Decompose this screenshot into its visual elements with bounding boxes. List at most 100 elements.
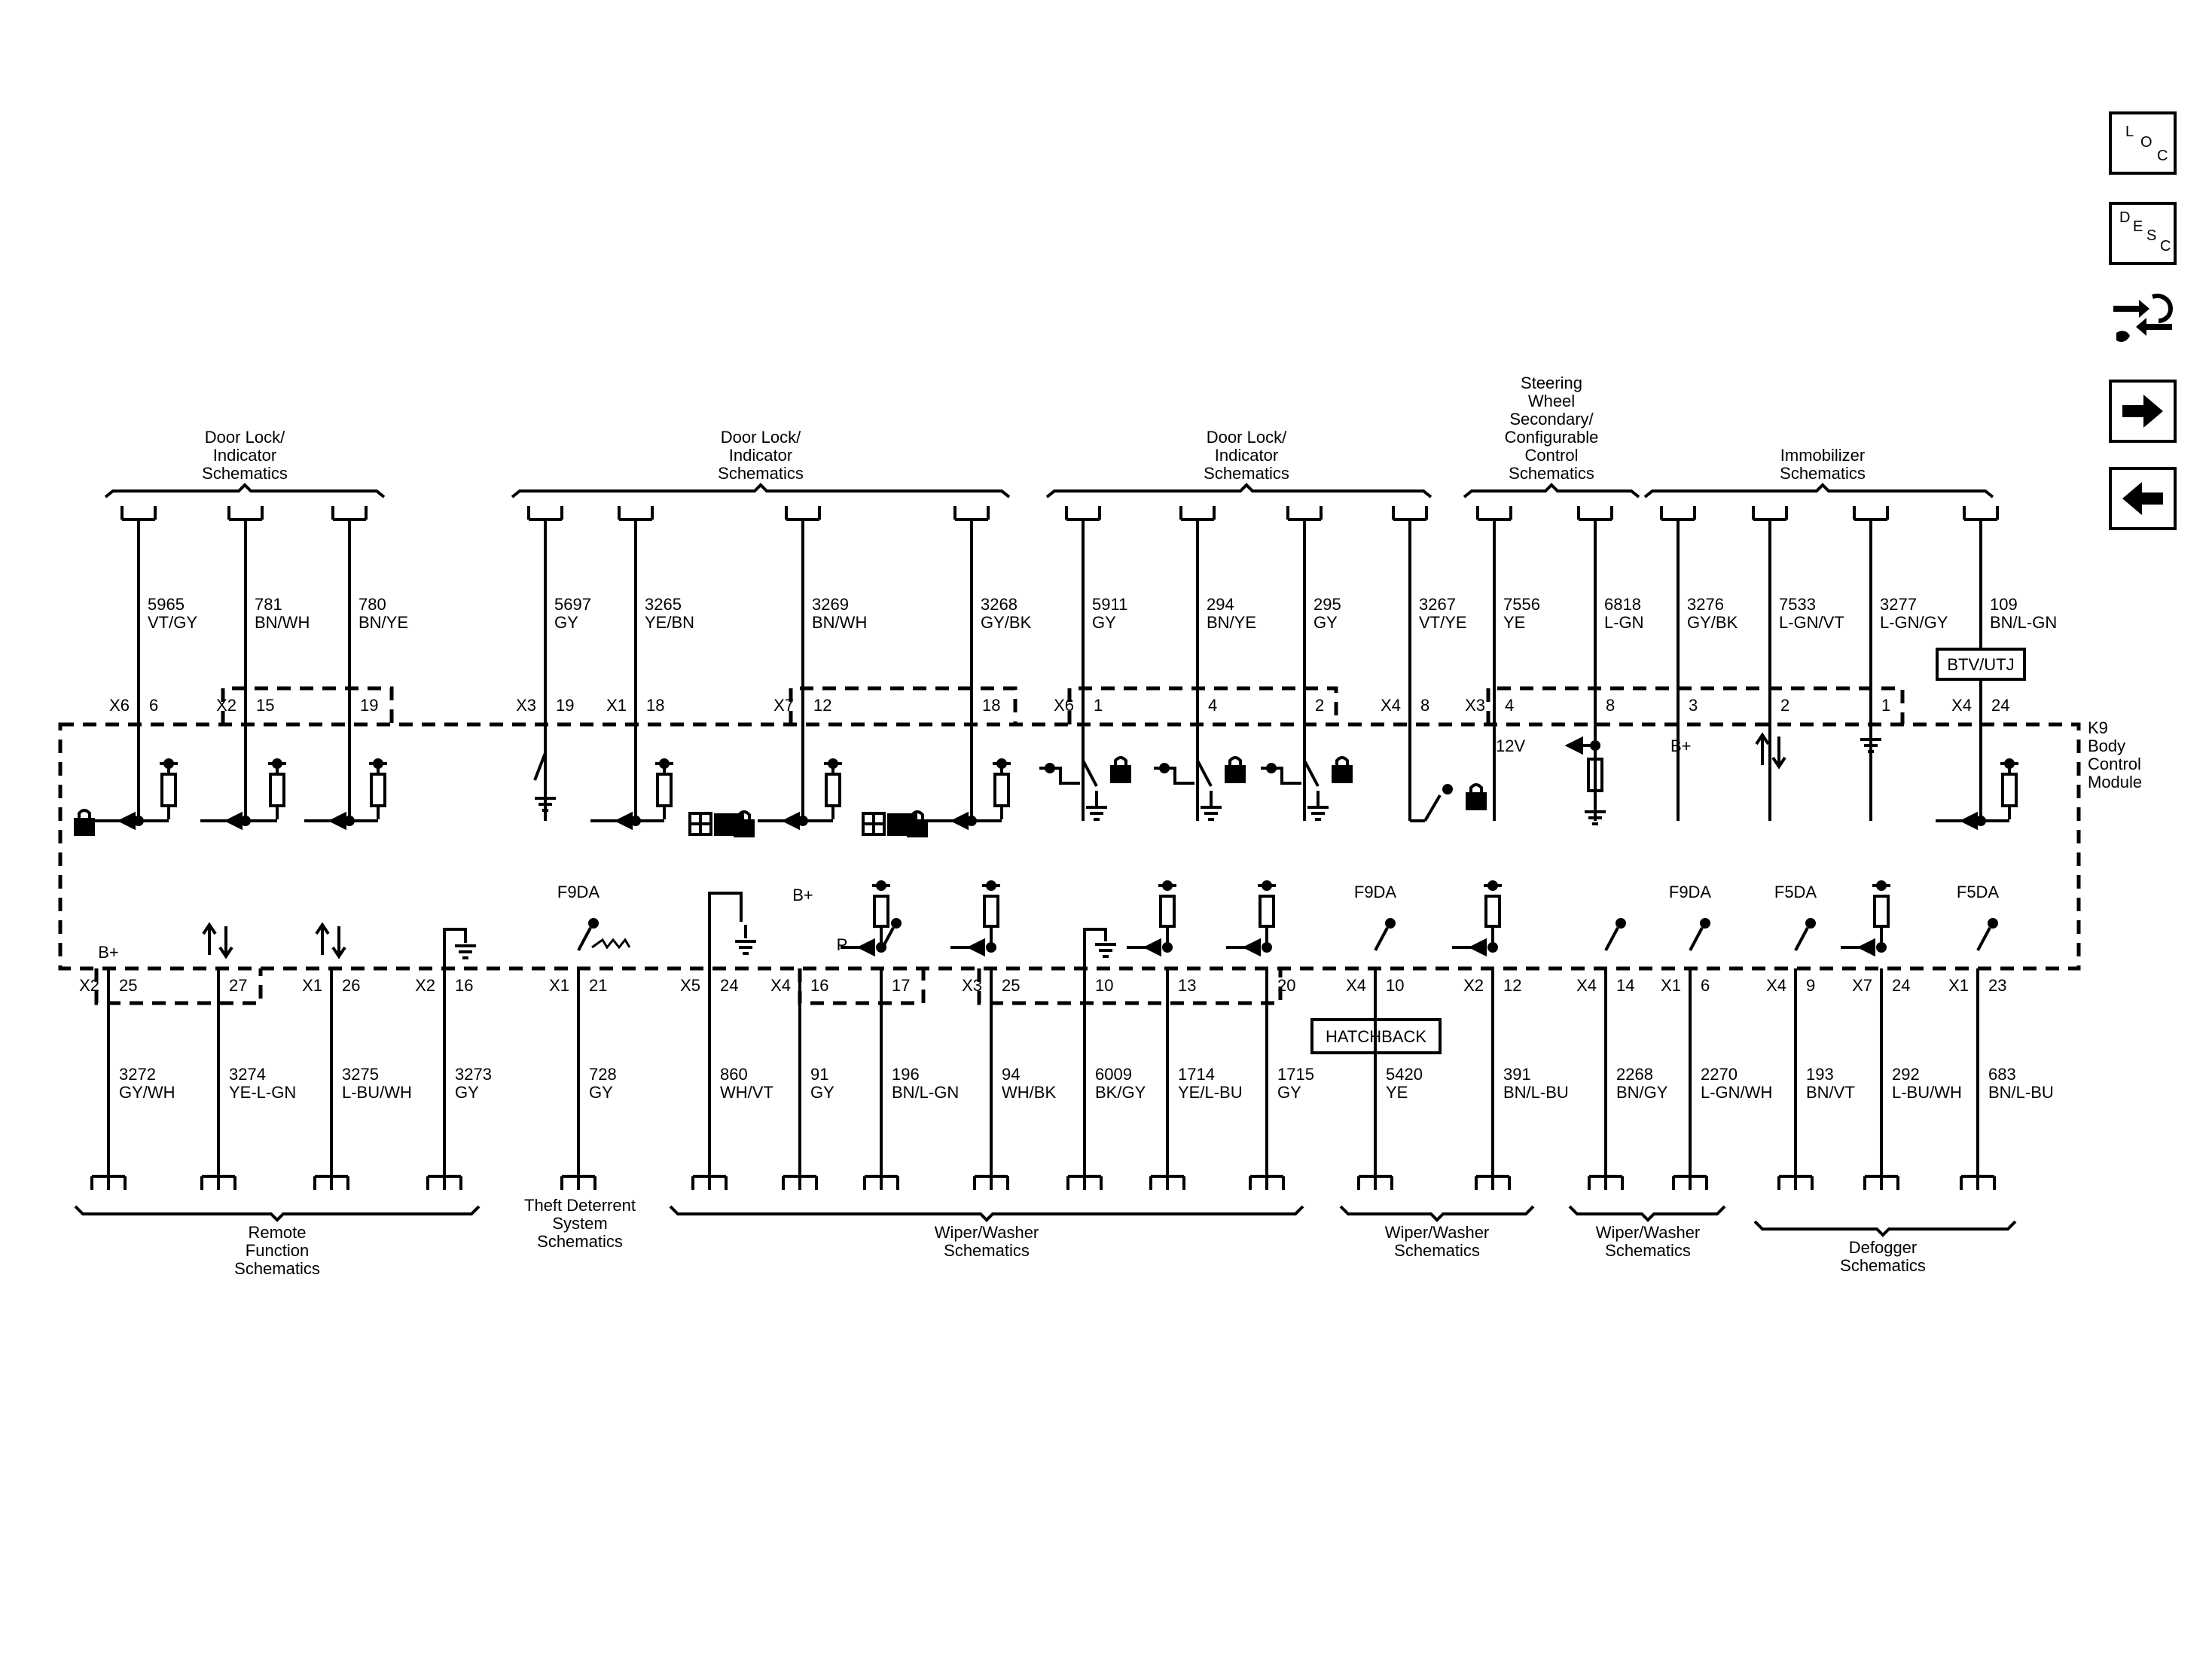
- top-group-brace: [511, 483, 1011, 499]
- desc-letter-c: C: [2160, 238, 2171, 255]
- top-wire-circuit: 295: [1313, 595, 1341, 614]
- previous-page-button[interactable]: [2109, 467, 2177, 530]
- fuse-label: F9DA: [557, 883, 600, 901]
- bottom-wire-circuit: 2268: [1616, 1065, 1653, 1084]
- lock-icon: [907, 819, 928, 837]
- top-wire-pin: 12: [813, 696, 831, 715]
- bottom-wire-connector: X3: [962, 976, 982, 995]
- top-group-label: Configurable: [1505, 428, 1599, 447]
- bottom-wire-circuit: 1714: [1178, 1065, 1215, 1084]
- pullup-resistor: [269, 773, 285, 807]
- bottom-wire-pin: 12: [1503, 976, 1521, 995]
- troubleshooting-icon-button[interactable]: [2109, 286, 2177, 349]
- junction-dot: [1876, 942, 1887, 953]
- top-group-label: Schematics: [1204, 464, 1289, 483]
- top-wire-pin: 8: [1420, 696, 1429, 715]
- pullup-resistor: [825, 773, 841, 807]
- bottom-wire-color: BN/GY: [1616, 1083, 1668, 1102]
- top-wire-connector: X7: [773, 696, 794, 715]
- top-wire-connector: X1: [606, 696, 627, 715]
- bottom-terminal: [863, 1175, 899, 1190]
- top-wire-circuit: 781: [255, 595, 282, 614]
- bottom-group-label: Schematics: [537, 1232, 623, 1251]
- top-wire-color: BN/WH: [812, 613, 867, 632]
- next-page-button[interactable]: [2109, 380, 2177, 443]
- lock-icon: [1228, 756, 1242, 767]
- top-wire-connector: X2: [216, 696, 236, 715]
- bottom-wire-pin: 16: [810, 976, 828, 995]
- bottom-wire-circuit: 5420: [1386, 1065, 1423, 1084]
- desc-letter-d: D: [2119, 209, 2131, 226]
- arrow-right-icon: [2122, 395, 2163, 428]
- junction-dot: [1700, 918, 1710, 929]
- bottom-group-brace: [1339, 1205, 1535, 1222]
- top-wire-pin: 2: [1315, 696, 1324, 715]
- connector-box-top: [221, 686, 394, 724]
- lock-icon: [1335, 756, 1349, 767]
- top-wire-connector: X4: [1381, 696, 1401, 715]
- junction-dot: [133, 816, 144, 826]
- top-wire-circuit: 3276: [1687, 595, 1724, 614]
- bottom-wire-connector: X1: [1661, 976, 1681, 995]
- bottom-wire-pin: 26: [342, 976, 360, 995]
- top-wire-color: GY: [1092, 613, 1116, 632]
- junction-dot: [630, 816, 641, 826]
- bottom-group-label: Schematics: [234, 1259, 320, 1278]
- top-group-label: Schematics: [202, 464, 288, 483]
- bottom-wire-circuit: 1715: [1277, 1065, 1314, 1084]
- top-wire-color: L-GN/VT: [1779, 613, 1844, 632]
- bottom-wire-color: GY: [810, 1083, 834, 1102]
- top-wire-circuit: 780: [358, 595, 386, 614]
- bottom-wire-color: YE/L-BU: [1178, 1083, 1243, 1102]
- arrow-left: [117, 811, 136, 831]
- module-name: Control: [2088, 755, 2141, 773]
- top-wire-color: L-GN/GY: [1880, 613, 1948, 632]
- top-wire-pin: 18: [646, 696, 664, 715]
- top-wire-pin: 8: [1606, 696, 1615, 715]
- top-wire-pin: 6: [149, 696, 158, 715]
- loc-letter-l: L: [2125, 124, 2134, 140]
- arrow-left-icon: [2122, 482, 2163, 515]
- top-wire-color: YE: [1503, 613, 1525, 632]
- bottom-wire-pin: 24: [1892, 976, 1910, 995]
- junction-dot: [240, 816, 251, 826]
- module-name: Module: [2088, 773, 2142, 791]
- bottom-wire-circuit: 193: [1806, 1065, 1834, 1084]
- bottom-group-brace: [1568, 1205, 1726, 1222]
- desc-letter-e: E: [2133, 218, 2143, 235]
- park-label: P: [837, 935, 848, 954]
- top-group-label: Secondary/: [1509, 410, 1594, 428]
- top-terminal: [953, 506, 990, 521]
- bottom-wire-pin: 10: [1386, 976, 1404, 995]
- top-group-label: Steering: [1521, 374, 1582, 392]
- module-name: Body: [2088, 737, 2125, 755]
- switch-contact: [1976, 927, 1991, 951]
- bottom-terminal: [1249, 1175, 1285, 1190]
- junction-dot: [876, 942, 886, 953]
- junction-dot: [1487, 942, 1498, 953]
- bottom-terminal: [1672, 1175, 1708, 1190]
- fuse-label: F9DA: [1354, 883, 1397, 901]
- arrow-left: [224, 811, 243, 831]
- top-terminal: [1660, 506, 1696, 521]
- bottom-terminal: [1960, 1175, 1996, 1190]
- top-terminal: [1963, 506, 1999, 521]
- module-outline: [58, 722, 2081, 971]
- desc-button[interactable]: D E S C: [2109, 202, 2177, 265]
- switch-contact: [1303, 760, 1320, 787]
- top-terminal: [1179, 506, 1216, 521]
- bottom-terminal: [1066, 1175, 1103, 1190]
- bottom-wire-circuit: 2270: [1701, 1065, 1738, 1084]
- unlock-icon: [1114, 756, 1127, 767]
- top-wire-circuit: 5911: [1092, 595, 1127, 614]
- switch-contact: [1196, 760, 1213, 787]
- top-wire-circuit: 3267: [1419, 595, 1456, 614]
- top-wire-pin: 19: [556, 696, 574, 715]
- lock-icon: [1225, 765, 1246, 783]
- loc-button[interactable]: L O C: [2109, 111, 2177, 175]
- arrow-left: [950, 811, 969, 831]
- switch-contact: [577, 927, 592, 951]
- bottom-wire-connector: X4: [1766, 976, 1786, 995]
- junction-dot: [966, 816, 977, 826]
- arrow-left: [1959, 811, 1978, 831]
